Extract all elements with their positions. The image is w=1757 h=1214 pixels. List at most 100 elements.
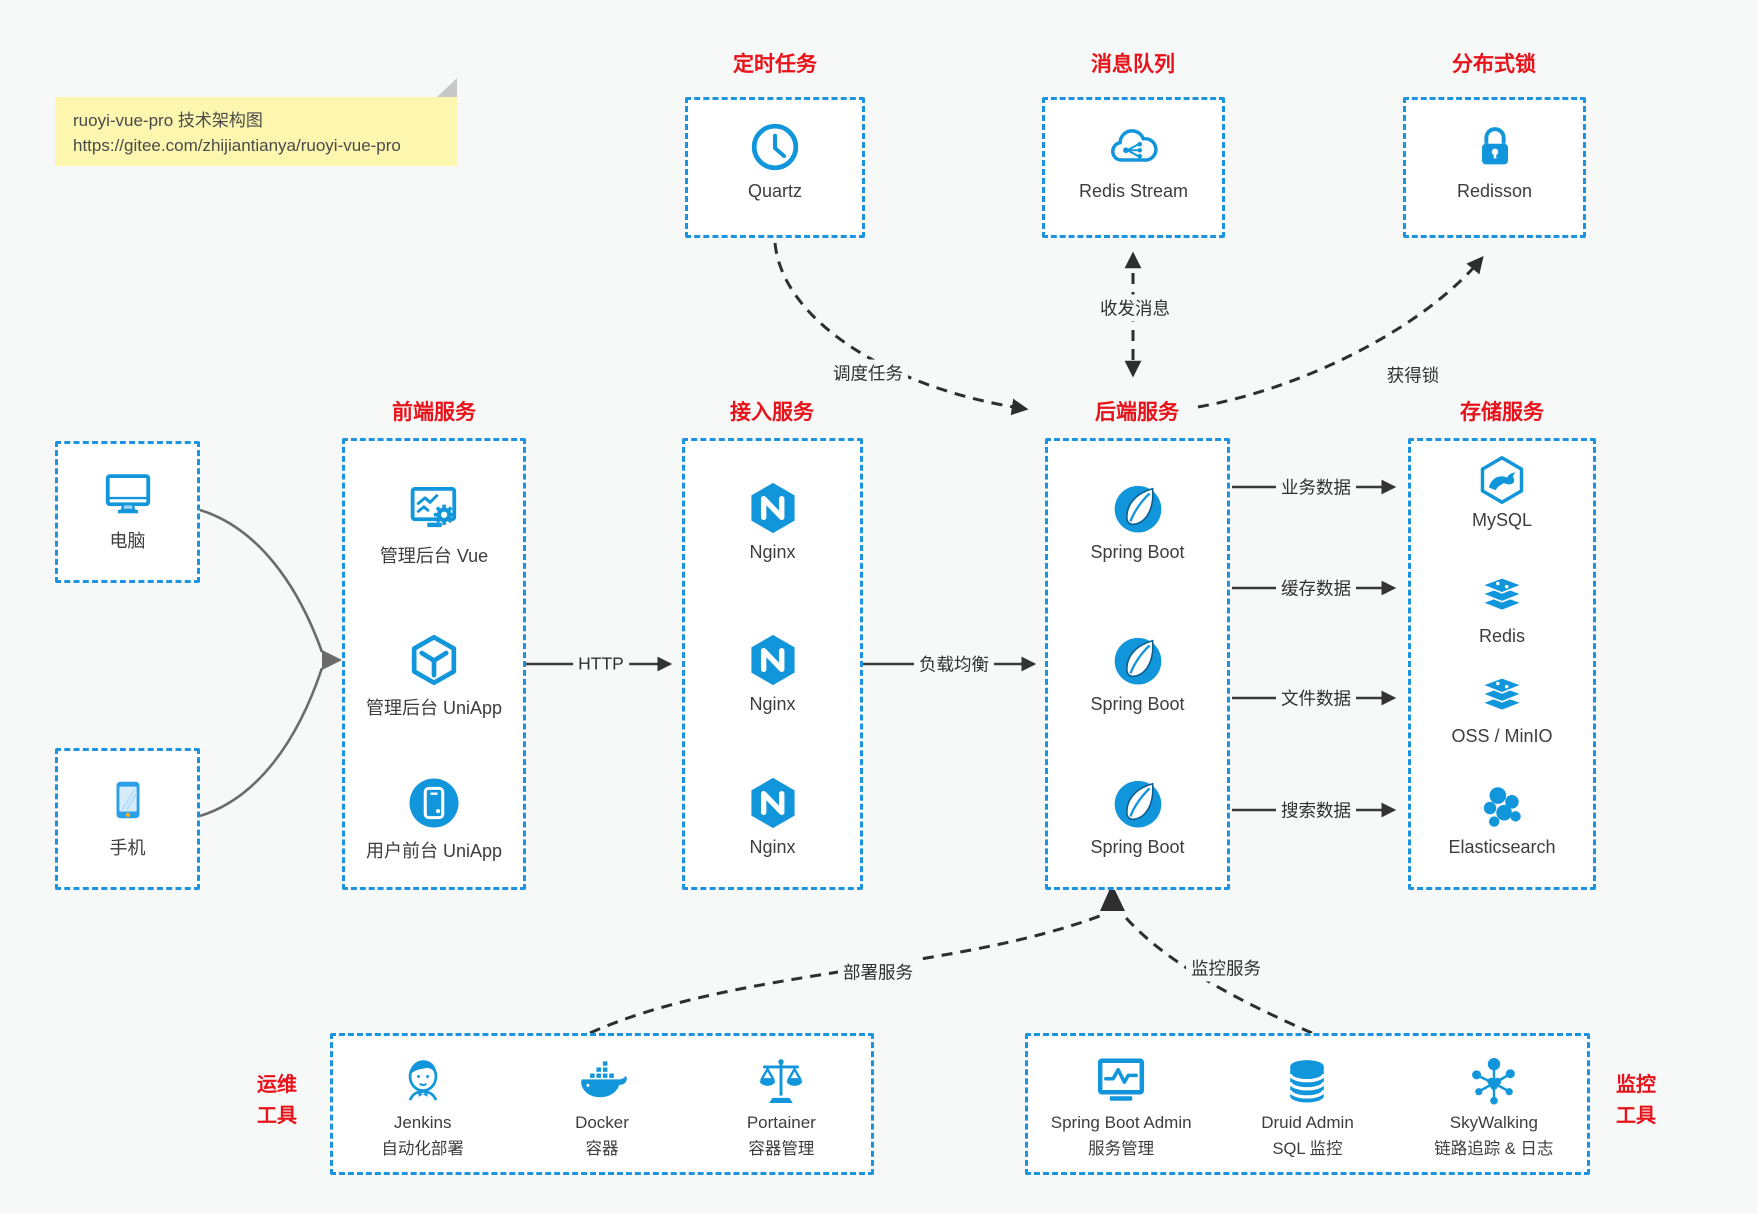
spring-boot-admin-label: Spring Boot Admin bbox=[1050, 1113, 1192, 1132]
docker-desc: 容器 bbox=[585, 1140, 619, 1158]
monitor-pulse-icon bbox=[1028, 1052, 1214, 1110]
monitor-tools-title: 监控 工具 bbox=[1616, 1074, 1656, 1127]
pc-client-box: 电脑 bbox=[55, 441, 200, 583]
tool-skywalking: SkyWalking 链路追踪 & 日志 bbox=[1401, 1052, 1587, 1159]
admin-vue-icon bbox=[345, 479, 523, 537]
database-icon bbox=[1214, 1052, 1400, 1110]
node-redisson: Redisson bbox=[1406, 118, 1583, 202]
user-uniapp-label: 用户前台 UniApp bbox=[365, 841, 503, 861]
edge-label-load-balance: 负载均衡 bbox=[914, 650, 994, 678]
elasticsearch-label: Elasticsearch bbox=[1448, 837, 1556, 857]
node-oss: OSS / MinIO bbox=[1411, 671, 1593, 747]
title-distributed-lock: 分布式锁 bbox=[1452, 53, 1536, 76]
note-url: https://gitee.com/zhijiantianya/ruoyi-vu… bbox=[73, 136, 401, 155]
spring-boot-label: Spring Boot bbox=[1090, 542, 1185, 562]
elasticsearch-icon bbox=[1411, 782, 1593, 832]
skywalking-desc: 链路追踪 & 日志 bbox=[1434, 1140, 1554, 1158]
title-message-queue: 消息队列 bbox=[1091, 53, 1175, 76]
gateway-services-box: Nginx Nginx Nginx bbox=[682, 438, 863, 890]
title-frontend-services: 前端服务 bbox=[392, 401, 476, 424]
spring-boot-label: Spring Boot bbox=[1090, 694, 1185, 714]
lock-icon bbox=[1406, 118, 1583, 176]
node-nginx-1: Nginx bbox=[685, 479, 860, 563]
title-backend-services: 后端服务 bbox=[1095, 401, 1179, 424]
edge-label-business-data: 业务数据 bbox=[1276, 473, 1356, 501]
nginx-label: Nginx bbox=[749, 542, 796, 562]
edge-label-file-data: 文件数据 bbox=[1276, 684, 1356, 712]
tool-spring-boot-admin: Spring Boot Admin 服务管理 bbox=[1028, 1052, 1214, 1159]
edge-label-monitor-service: 监控服务 bbox=[1186, 954, 1266, 982]
node-admin-uniapp: 管理后台 UniApp bbox=[345, 631, 523, 720]
node-mysql: MySQL bbox=[1411, 455, 1593, 531]
nginx-label: Nginx bbox=[749, 837, 796, 857]
node-cluster-icon bbox=[1401, 1052, 1587, 1110]
spring-boot-icon bbox=[1048, 631, 1227, 689]
tool-jenkins: Jenkins 自动化部署 bbox=[333, 1052, 512, 1159]
backend-services-box: Spring Boot Spring Boot Spring Boot bbox=[1045, 438, 1230, 890]
desktop-icon bbox=[58, 464, 197, 522]
oss-minio-label: OSS / MinIO bbox=[1451, 726, 1553, 746]
admin-uniapp-label: 管理后台 UniApp bbox=[365, 698, 503, 718]
node-elasticsearch: Elasticsearch bbox=[1411, 782, 1593, 858]
frontend-services-box: 管理后台 Vue 管理后台 UniApp 用户前台 UniApp bbox=[342, 438, 526, 890]
edge-label-send-receive: 收发消息 bbox=[1095, 294, 1175, 322]
tool-druid-admin: Druid Admin SQL 监控 bbox=[1214, 1052, 1400, 1159]
solid-arrows bbox=[526, 479, 1397, 818]
mysql-label: MySQL bbox=[1471, 510, 1532, 530]
jenkins-desc: 自动化部署 bbox=[381, 1140, 464, 1158]
portainer-scales-icon bbox=[692, 1052, 871, 1110]
ops-tools-box: Jenkins 自动化部署 Dock bbox=[330, 1033, 874, 1175]
node-admin-vue: 管理后台 Vue bbox=[345, 479, 523, 568]
portainer-desc: 容器管理 bbox=[748, 1140, 815, 1158]
client-arrowhead bbox=[322, 650, 342, 670]
node-pc: 电脑 bbox=[58, 464, 197, 553]
edge-label-cache-data: 缓存数据 bbox=[1276, 574, 1356, 602]
nginx-icon bbox=[685, 774, 860, 832]
redis-label: Redis bbox=[1478, 626, 1526, 646]
jenkins-icon bbox=[333, 1052, 512, 1110]
pc-label: 电脑 bbox=[109, 531, 146, 551]
distributed-lock-box: Redisson bbox=[1403, 97, 1586, 238]
node-nginx-3: Nginx bbox=[685, 774, 860, 858]
message-queue-box: Redis Stream bbox=[1042, 97, 1225, 238]
spring-boot-icon bbox=[1048, 774, 1227, 832]
docker-label: Docker bbox=[575, 1113, 629, 1132]
title-scheduled-tasks: 定时任务 bbox=[733, 53, 817, 76]
scheduled-task-box: Quartz bbox=[685, 97, 865, 238]
oss-stack-icon bbox=[1411, 671, 1593, 721]
tool-portainer: Portainer 容器管理 bbox=[692, 1052, 871, 1159]
redisson-label: Redisson bbox=[1456, 181, 1533, 201]
title-storage-services: 存储服务 bbox=[1460, 401, 1544, 424]
mobile-label: 手机 bbox=[109, 838, 146, 858]
mobile-client-box: 手机 bbox=[55, 748, 200, 890]
skywalking-label: SkyWalking bbox=[1449, 1113, 1538, 1132]
druid-admin-desc: SQL 监控 bbox=[1272, 1140, 1343, 1158]
mysql-icon bbox=[1411, 455, 1593, 505]
ops-tools-title: 运维 工具 bbox=[257, 1074, 297, 1127]
edge-label-http: HTTP bbox=[573, 652, 629, 676]
sticky-note: ruoyi-vue-pro 技术架构图 https://gitee.com/zh… bbox=[55, 78, 457, 166]
node-springboot-1: Spring Boot bbox=[1048, 479, 1227, 563]
edge-label-deploy-service: 部署服务 bbox=[838, 958, 918, 986]
node-mobile: 手机 bbox=[58, 771, 197, 860]
spring-boot-label: Spring Boot bbox=[1090, 837, 1185, 857]
redis-stream-label: Redis Stream bbox=[1078, 181, 1189, 201]
jenkins-label: Jenkins bbox=[393, 1113, 452, 1132]
nginx-icon bbox=[685, 631, 860, 689]
user-uniapp-icon bbox=[345, 774, 523, 832]
node-user-uniapp: 用户前台 UniApp bbox=[345, 774, 523, 863]
edge-label-acquire-lock: 获得锁 bbox=[1381, 361, 1445, 389]
redis-stack-icon bbox=[1411, 571, 1593, 621]
druid-admin-label: Druid Admin bbox=[1261, 1113, 1354, 1132]
client-to-frontend-curves bbox=[199, 508, 324, 818]
edge-label-search-data: 搜索数据 bbox=[1276, 796, 1356, 824]
storage-services-box: MySQL Redis bbox=[1408, 438, 1596, 890]
node-nginx-2: Nginx bbox=[685, 631, 860, 715]
admin-vue-label: 管理后台 Vue bbox=[379, 546, 489, 566]
nginx-icon bbox=[685, 479, 860, 537]
uniapp-hex-icon bbox=[345, 631, 523, 689]
quartz-label: Quartz bbox=[747, 181, 803, 201]
portainer-label: Portainer bbox=[746, 1113, 816, 1132]
note-title: ruoyi-vue-pro 技术架构图 bbox=[73, 111, 263, 130]
